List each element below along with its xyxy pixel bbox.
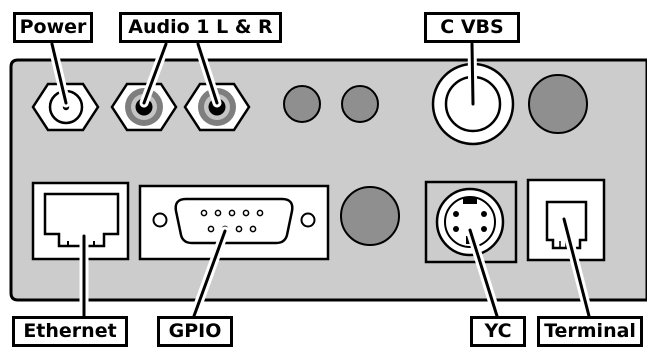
ethernet-label: Ethernet [12,316,128,347]
power-label: Power [13,12,93,43]
yc-port [424,180,518,264]
button-top-1 [283,85,321,123]
button-top-2 [341,85,379,123]
yc-label: YC [470,316,526,347]
button-top-large [528,74,588,134]
audio-label: Audio 1 L & R [119,12,282,43]
terminal-label: Terminal [537,316,643,347]
gpio-label: GPIO [157,316,233,347]
cvbs-label: C VBS [424,12,520,43]
pointer-lines [47,39,594,321]
button-bottom-large [340,186,400,246]
gpio-connector [138,184,330,261]
